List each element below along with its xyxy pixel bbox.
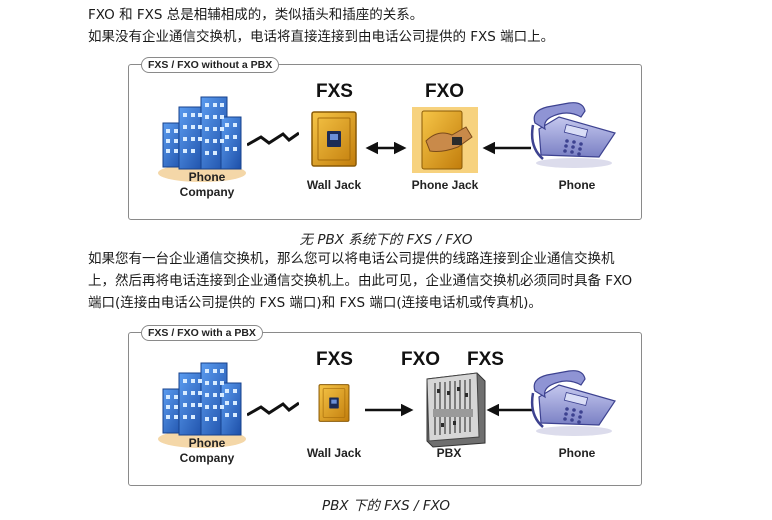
lightning-line-icon [247, 129, 299, 149]
phone-company-line-2: Company [179, 185, 235, 199]
phone-label: Phone [558, 446, 596, 460]
telephone-icon [529, 99, 619, 169]
caption-without-pbx: 无 PBX 系统下的 FXS / FXO [299, 232, 473, 248]
intro-line-1: FXO 和 FXS 总是相辅相成的，类似插头和插座的关系。 [88, 7, 424, 23]
phone-company-line-1: Phone [188, 436, 226, 450]
middle-line-1: 如果您有一台企业通信交换机，那么您可以将电话公司提供的线路连接到企业通信交换机 [88, 251, 615, 267]
diagram-title: FXS / FXO with a PBX [141, 325, 263, 341]
lightning-line-icon [247, 399, 299, 419]
phone-company-label: Phone Company [167, 170, 247, 200]
intro-line-2: 如果没有企业通信交换机，电话将直接连接到由电话公司提供的 FXS 端口上。 [88, 29, 555, 45]
phone-jack-icon [412, 107, 478, 173]
wall-jack-label: Wall Jack [306, 446, 362, 460]
middle-line-2: 上，然后再将电话连接到企业通信交换机上。由此可见，企业通信交换机必须同时具备 F… [88, 273, 633, 289]
phone-jack-label: Phone Jack [411, 178, 479, 192]
pbx-cabinet-icon [419, 369, 489, 449]
arrow-icon [482, 141, 531, 155]
phone-label: Phone [558, 178, 596, 192]
diagram-with-pbx: FXS / FXO with a PBX Phone Company FXS W… [128, 325, 642, 486]
arrow-icon [365, 403, 414, 417]
diagram-title: FXS / FXO without a PBX [141, 57, 280, 73]
arrow-icon [486, 403, 533, 417]
fxo-label: FXO [401, 349, 441, 370]
diagram-without-pbx: FXS / FXO without a PBX Phone Company FX… [128, 57, 642, 220]
phone-company-line-1: Phone [188, 170, 226, 184]
caption-with-pbx: PBX 下的 FXS / FXO [321, 498, 451, 514]
phone-company-label: Phone Company [167, 436, 247, 466]
telephone-icon [529, 367, 619, 437]
wall-jack-icon [317, 381, 351, 425]
wall-jack-icon [309, 109, 359, 169]
fxs-right-label: FXS [467, 349, 504, 370]
fxs-left-label: FXS [316, 349, 353, 370]
arrow-icon [365, 141, 407, 155]
fxo-label: FXO [425, 81, 465, 102]
fxs-label: FXS [316, 81, 353, 102]
phone-company-line-2: Company [179, 451, 235, 465]
pbx-label: PBX [436, 446, 462, 460]
wall-jack-label: Wall Jack [306, 178, 362, 192]
middle-line-3: 端口(连接由电话公司提供的 FXS 端口)和 FXS 端口(连接电话机或传真机)… [88, 295, 542, 311]
